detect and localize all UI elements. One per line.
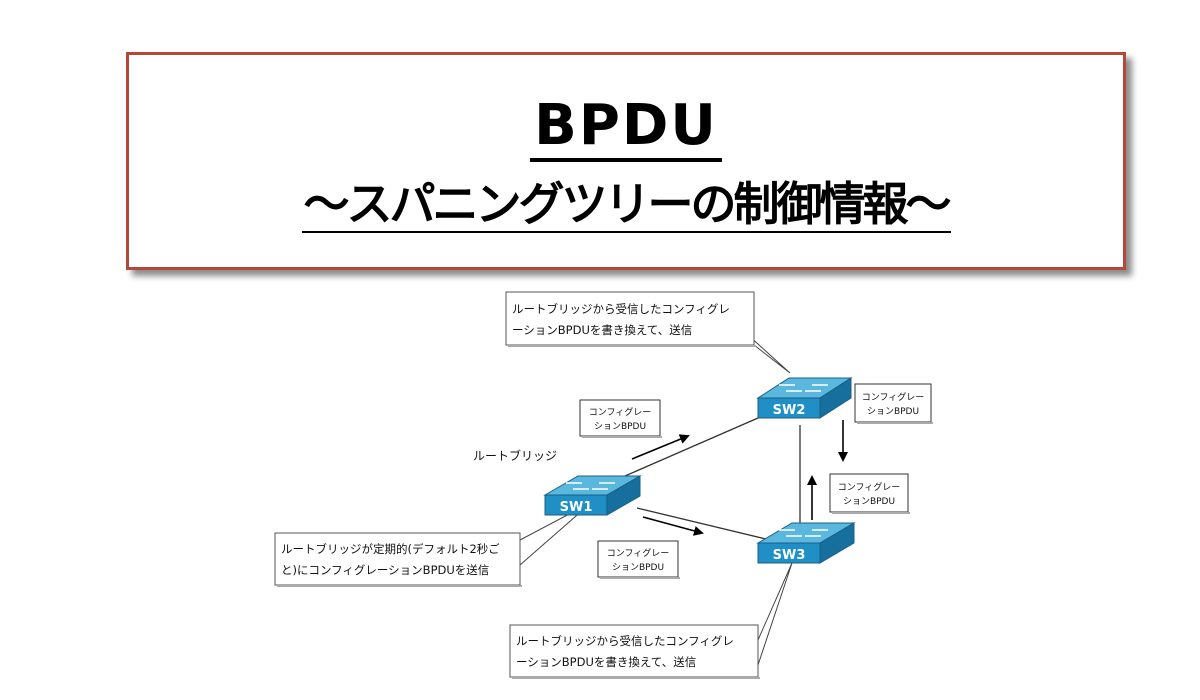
switch-sw3: SW3 (756, 522, 856, 564)
title-main-text: BPDU (530, 93, 722, 162)
bpdu-box-upper-left: コンフィグレー ションBPDU (579, 399, 662, 438)
switch-arrows-icon (779, 384, 828, 392)
bpdu-box-lower-mid-line1: コンフィグレー (607, 547, 670, 559)
callout-top-line2: ーションBPDUを書き換えて、送信 (512, 323, 692, 337)
title-sub: ～スパニングツリーの制御情報～ (129, 177, 1123, 233)
callout-top: ルートブリッジから受信したコンフィグレ ーションBPDUを書き換えて、送信 (505, 291, 756, 347)
bpdu-box-right-top-line2: ションBPDU (867, 407, 919, 417)
root-bridge-label: ルートブリッジ (473, 448, 557, 463)
switch-sw3-label: SW3 (773, 548, 806, 563)
callout-bottom-line1: ルートブリッジから受信したコンフィグレ (516, 634, 734, 648)
bpdu-box-right-top-line1: コンフィグレー (862, 391, 925, 403)
bpdu-box-right-mid: コンフィグレー ションBPDU (829, 473, 910, 514)
bpdu-box-right-top: コンフィグレー ションBPDU (854, 383, 933, 424)
title-box: BPDU ～スパニングツリーの制御情報～ (126, 52, 1126, 270)
bpdu-box-lower-mid-line2: ションBPDU (612, 563, 664, 573)
callout-top-line1: ルートブリッジから受信したコンフィグレ (512, 302, 730, 316)
title-main: BPDU (129, 93, 1123, 162)
title-sub-text: ～スパニングツリーの制御情報～ (301, 177, 952, 233)
link-sw1-sw2 (624, 417, 759, 477)
switch-sw2: SW2 (756, 377, 853, 419)
callout-bottom-pointer (757, 562, 793, 666)
callout-left-line2: と)にコンフィグレーションBPDUを送信 (281, 563, 489, 577)
switch-arrows-icon (779, 529, 828, 537)
arrow-sw1-to-sw3 (642, 516, 704, 536)
link-sw1-sw3 (636, 507, 771, 541)
switch-sw2-label: SW2 (773, 403, 806, 418)
switch-sw1: SW1 (543, 475, 642, 516)
callout-left: ルートブリッジが定期的(デフォルト2秒ご と)にコンフィグレーションBPDUを送… (274, 532, 522, 587)
bpdu-box-right-mid-line1: コンフィグレー (838, 481, 901, 493)
switch-sw1-label: SW1 (560, 500, 593, 515)
callout-left-line1: ルートブリッジが定期的(デフォルト2秒ご (281, 542, 500, 556)
callout-bottom-line2: ーションBPDUを書き換えて、送信 (516, 655, 696, 669)
bpdu-box-upper-left-line2: ションBPDU (594, 422, 646, 432)
callout-top-pointer (737, 325, 791, 374)
bpdu-box-right-mid-line2: ションBPDU (843, 497, 895, 507)
arrow-sw1-to-sw2 (631, 434, 690, 460)
bpdu-box-upper-left-line1: コンフィグレー (589, 406, 652, 418)
callout-bottom: ルートブリッジから受信したコンフィグレ ーションBPDUを書き換えて、送信 (509, 624, 760, 679)
bpdu-box-lower-mid: コンフィグレー ションBPDU (597, 540, 680, 579)
switch-arrows-icon (566, 482, 615, 490)
